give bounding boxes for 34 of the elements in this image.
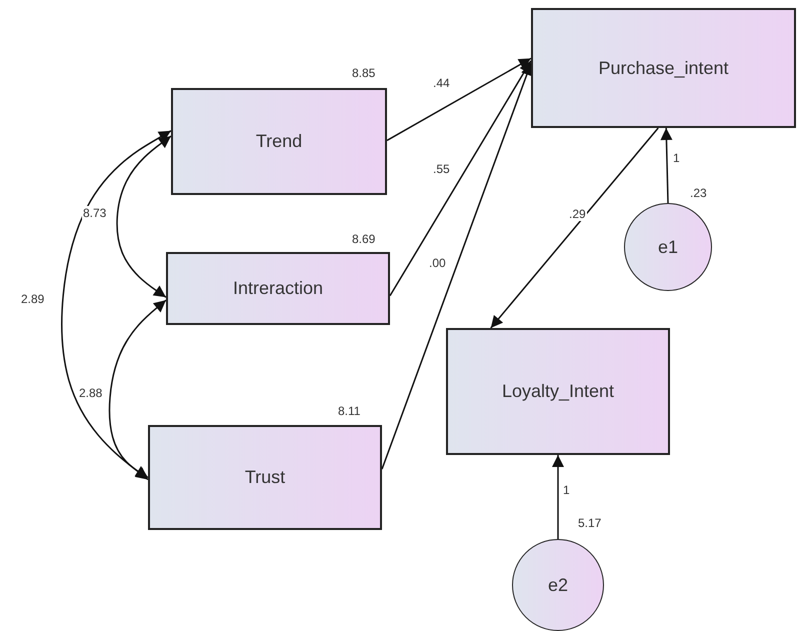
covariance-arrow — [108, 300, 166, 478]
edge-label: .00 — [428, 256, 447, 270]
variable-label: Purchase_intent — [598, 58, 729, 78]
variance-value: .23 — [690, 186, 707, 200]
variable-box — [446, 328, 670, 455]
variable-label: Intreraction — [232, 278, 324, 299]
variable-box — [148, 425, 382, 530]
variable-box — [171, 88, 387, 195]
error-label: e1 — [658, 236, 678, 258]
edge-label: 2.88 — [78, 386, 104, 400]
path-arrow — [660, 128, 672, 204]
variance-value: 8.11 — [338, 404, 360, 418]
covariance-arrow — [116, 136, 172, 298]
variance-value: 5.17 — [578, 516, 602, 530]
edge-label: 1 — [672, 151, 681, 165]
covariance-arrow — [61, 130, 172, 480]
edge-label: 2.89 — [20, 292, 46, 306]
variance-value: 8.85 — [352, 66, 376, 80]
variable-label: Loyalty_Intent — [502, 381, 614, 402]
path-arrow — [386, 58, 532, 142]
edge-label: 1 — [562, 483, 571, 497]
edge-label: .44 — [432, 76, 451, 90]
path-arrow — [490, 128, 659, 328]
variable-label: Trend — [256, 131, 302, 152]
edge-label: 8.73 — [82, 206, 108, 220]
error-label: e2 — [548, 574, 568, 596]
path-arrow — [389, 60, 532, 296]
variable-label: Trust — [244, 467, 286, 488]
edge-label: .55 — [432, 162, 451, 176]
variance-value: 8.69 — [352, 232, 376, 246]
edge-label: .29 — [568, 207, 587, 221]
path-arrow — [552, 455, 564, 539]
variable-box — [531, 8, 796, 128]
variable-box — [166, 252, 390, 325]
